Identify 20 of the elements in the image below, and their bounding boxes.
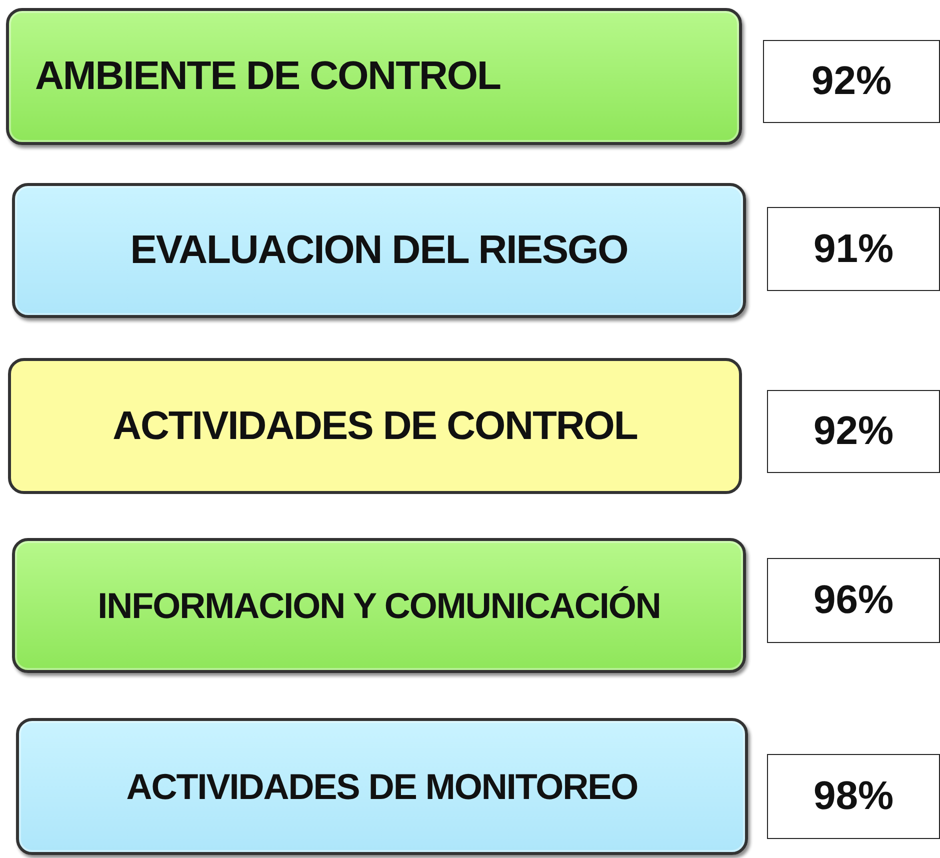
category-box	[8, 358, 742, 494]
percentage-value: 91%	[813, 226, 894, 272]
category-label: ACTIVIDADES DE CONTROL	[112, 404, 638, 448]
category-box	[12, 183, 746, 318]
category-label: INFORMACION Y COMUNICACIÓN	[98, 584, 660, 626]
percentage-box	[763, 40, 940, 123]
percentage-box	[767, 390, 940, 473]
category-label: AMBIENTE DE CONTROL	[35, 54, 500, 99]
percentage-value: 96%	[813, 578, 894, 623]
category-box	[16, 718, 748, 855]
category-box	[6, 8, 742, 145]
percentage-box	[767, 558, 940, 643]
percentage-box	[767, 754, 940, 839]
category-label: EVALUACION DEL RIESGO	[130, 228, 628, 273]
percentage-value: 92%	[813, 409, 894, 454]
percentage-value: 92%	[811, 59, 892, 104]
category-box	[12, 538, 746, 673]
category-label: ACTIVIDADES DE MONITOREO	[126, 766, 638, 808]
percentage-value: 98%	[813, 774, 894, 819]
percentage-box	[767, 207, 940, 291]
